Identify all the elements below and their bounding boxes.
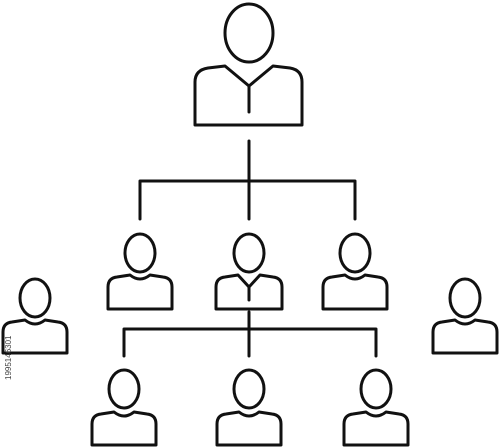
person-with-tie-icon bbox=[214, 232, 284, 311]
person-icon bbox=[90, 368, 158, 447]
person-icon bbox=[1, 277, 69, 355]
person-icon bbox=[431, 277, 499, 355]
person-icon bbox=[106, 232, 174, 311]
connector-top-to-mid bbox=[138, 139, 357, 221]
stock-id-watermark: 1995146301 bbox=[4, 335, 13, 381]
connector-lines bbox=[122, 139, 378, 358]
person-icon bbox=[321, 232, 389, 311]
person-icon bbox=[215, 368, 283, 447]
person-with-tie-icon bbox=[193, 2, 304, 127]
person-icon bbox=[342, 368, 410, 447]
connector-mid-to-bottom bbox=[122, 310, 378, 358]
